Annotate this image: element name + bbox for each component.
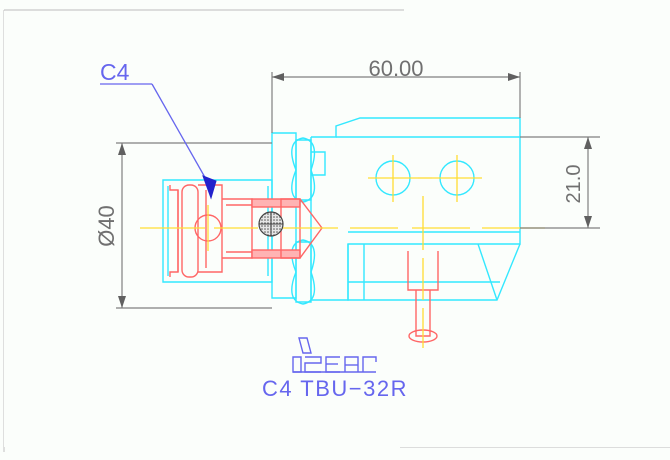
- arrow-21-top: [584, 137, 592, 149]
- dimension-height-21: [520, 136, 600, 229]
- logo-i-dot: [298, 337, 312, 354]
- dimension-length-text: 60.00: [368, 56, 423, 81]
- dimension-height-text: 21.0: [563, 165, 585, 204]
- arrow-60-right: [508, 73, 520, 81]
- arrow-60-left: [272, 73, 284, 81]
- arrow-40-top: [118, 143, 126, 155]
- taper-inner-slant: [477, 243, 498, 301]
- dimension-length-60: [271, 72, 521, 133]
- body-outline-cyan: [162, 117, 521, 305]
- leader-line: [151, 83, 212, 189]
- right-body-outer: [310, 117, 521, 301]
- leader-arrowhead: [202, 175, 217, 200]
- notch-upper-left: [311, 151, 326, 176]
- red-bar-top: [251, 198, 301, 208]
- chamfer-annotation: C4: [100, 59, 217, 200]
- dimension-diameter-40: [116, 142, 272, 309]
- chamfer-label-text: C4: [100, 59, 130, 85]
- blade-lower-rect: [295, 241, 312, 303]
- coolant-hole-symbol: [258, 211, 284, 237]
- red-round-slot: [181, 184, 199, 278]
- logo-r: [362, 356, 377, 372]
- arrow-40-bot: [118, 296, 126, 308]
- arrow-21-bot: [584, 216, 592, 228]
- dimension-layer: [116, 72, 600, 309]
- red-bar-bottom: [251, 249, 301, 259]
- part-number-text: C4 TBU−32R: [262, 376, 408, 401]
- red-cutting-tip: [280, 198, 323, 259]
- dimension-diameter-text: Ø40: [94, 205, 119, 247]
- iscar-logo: [292, 337, 377, 373]
